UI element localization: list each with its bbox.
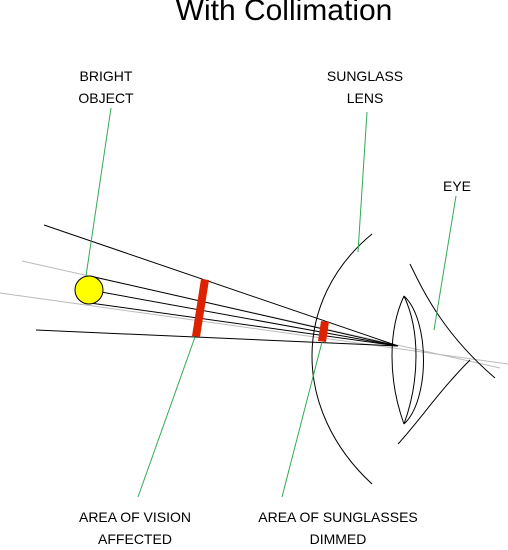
label-area-of-sunglasses: AREA OF SUNGLASSES DIMMED (258, 509, 418, 547)
eye-upper-lid (409, 263, 496, 379)
label-area-of-vision: AREA OF VISION AFFECTED (78, 509, 192, 547)
bright-object (74, 275, 104, 305)
ray-outer-bottom (35, 329, 399, 347)
label-bright-object: BRIGHT OBJECT (78, 68, 134, 106)
leader-area-of-vision (137, 336, 196, 498)
diagram-title: With Collimation (175, 0, 393, 27)
label-sunglass-lens: SUNGLASS LENS (326, 68, 404, 106)
sunglass-lens (311, 233, 373, 485)
ray-object-mid (89, 289, 399, 347)
eye-lens-back (403, 295, 417, 425)
leader-area-of-sunglasses (281, 341, 323, 498)
label-eye: EYE (442, 178, 471, 194)
ray-outer-top (43, 224, 399, 347)
axis-line-lower (0, 292, 508, 365)
leader-sunglass-lens (357, 111, 368, 253)
eye-lens-front (391, 295, 405, 425)
leader-bright-object (85, 107, 112, 277)
eye-cornea (403, 295, 424, 425)
area-of-vision-marker (192, 279, 209, 337)
eye-lower-lid (397, 359, 471, 445)
leader-eye (433, 195, 457, 331)
ray-object-top (89, 275, 399, 347)
area-of-sunglasses-marker (318, 321, 329, 342)
ray-object-bottom (89, 302, 399, 347)
